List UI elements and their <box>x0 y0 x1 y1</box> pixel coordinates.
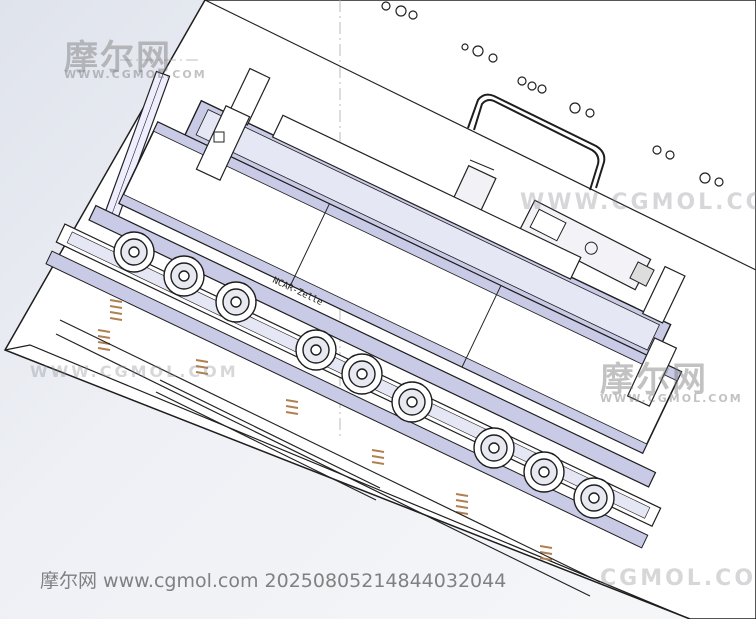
roller-8 <box>523 451 565 493</box>
roller-group <box>113 231 615 519</box>
roller-3 <box>215 281 257 323</box>
roller-2 <box>163 255 205 297</box>
base-plate-bottom-edge <box>4 344 691 619</box>
watermark-logo-right: 摩尔网 <box>600 360 708 400</box>
roller-1 <box>113 231 155 273</box>
carry-handle <box>467 93 606 191</box>
post-left <box>195 104 251 182</box>
watermark-url-top-right: WWW.CGMOL.COM <box>520 190 756 215</box>
sensor-module <box>518 199 655 291</box>
watermark-url-bottom-right: CGMOL.COM <box>600 566 756 591</box>
roller-9 <box>573 477 615 519</box>
roller-7 <box>473 427 515 469</box>
watermark-url-left: WWW.CGMOL.COM <box>30 362 239 381</box>
spring-group <box>97 299 553 561</box>
watermark-sub-top: WWW.CGMOL.COM <box>64 68 207 81</box>
post-right <box>626 337 678 407</box>
roller-4 <box>295 329 337 371</box>
roller-5 <box>341 353 383 395</box>
edge-holes <box>381 1 724 187</box>
watermark-footer: 摩尔网 www.cgmol.com 20250805214844032044 <box>40 570 507 592</box>
lower-bars <box>55 319 601 597</box>
roller-6 <box>391 381 433 423</box>
watermark-sub-right: WWW.CGMOL.COM <box>600 392 743 405</box>
watermark-logo-top: 摩尔网 <box>64 38 172 78</box>
